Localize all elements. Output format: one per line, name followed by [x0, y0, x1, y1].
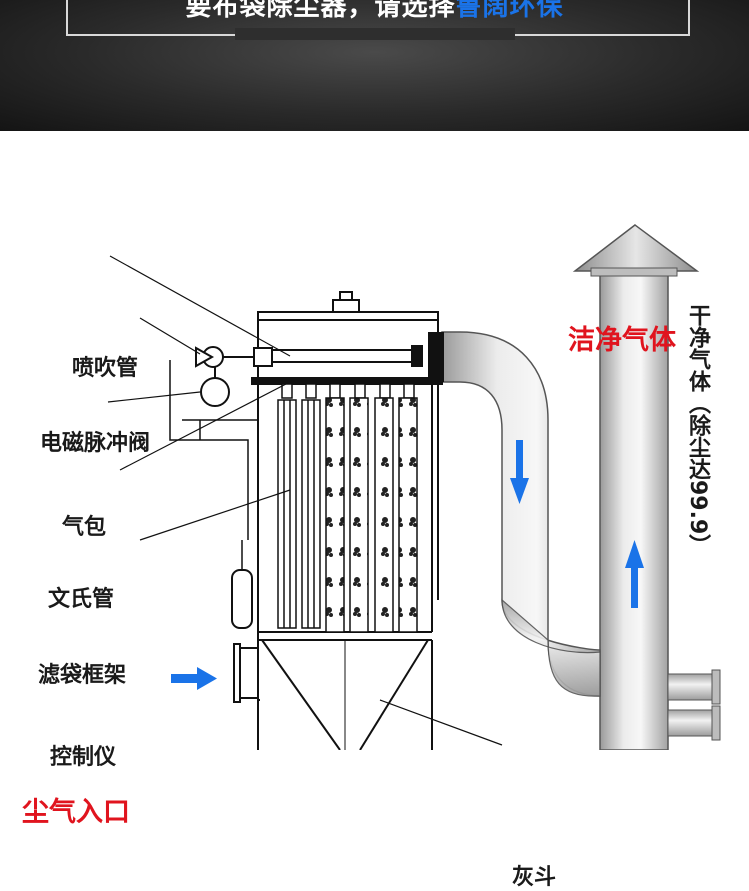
label-pulse-valve: 电磁脉冲阀 — [40, 431, 151, 456]
header-banner: 要布袋除尘器，请选择鲁阔环保 — [0, 0, 749, 131]
brand-name: 鲁阔环保 — [455, 0, 564, 22]
blow-pipe-assembly — [195, 345, 423, 407]
label-air-bag: 气包 — [62, 515, 107, 540]
nozzles — [281, 383, 415, 399]
label-hopper: 灰斗 — [512, 865, 557, 890]
label-venturi: 文氏管 — [48, 587, 115, 612]
label-dry-clean-gas: 干净气体（除尘达99.9） — [680, 304, 714, 556]
filter-housing — [169, 291, 443, 750]
label-bag-frame: 滤袋框架 — [38, 663, 127, 688]
label-clean-gas: 洁净气体 — [568, 325, 676, 356]
chimney — [572, 224, 721, 750]
dry-clean-gas-text: 干净气体 — [685, 304, 710, 392]
label-blow-pipe: 喷吹管 — [72, 356, 139, 381]
filter-bags — [325, 397, 418, 633]
outlet-duct — [428, 331, 601, 697]
bag-cages — [277, 399, 321, 629]
diagram-svg — [107, 224, 721, 750]
bag-filter-diagram: 喷吹管 电磁脉冲阀 气包 文氏管 滤袋框架 控制仪 尘气入口 洁净气体 灰斗 干… — [0, 131, 749, 890]
label-dust-inlet: 尘气入口 — [22, 797, 130, 828]
leader-lines — [107, 255, 503, 746]
flow-arrows — [171, 440, 644, 690]
header-title-prefix: 要布袋除尘器，请选择 — [185, 0, 456, 22]
label-controller: 控制仪 — [50, 745, 117, 770]
efficiency-text: （除尘达99.9） — [685, 392, 710, 557]
header-title: 要布袋除尘器，请选择鲁阔环保 — [0, 0, 749, 23]
